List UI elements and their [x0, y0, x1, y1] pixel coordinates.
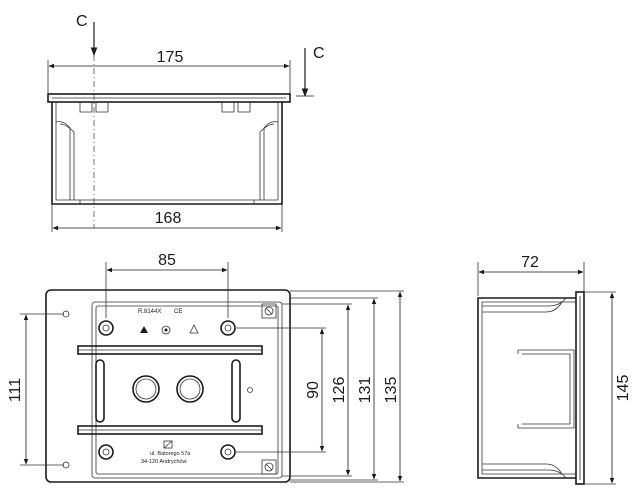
din-rail-top: [77, 345, 263, 355]
knockout-right: [176, 375, 204, 403]
corner-screw-bottom-right: [261, 459, 277, 475]
address-line2: 34-120 Andrychów: [141, 459, 187, 465]
section-label-left: C: [76, 13, 88, 30]
mount-hole-bl: [98, 444, 114, 460]
ce-mark: CE: [174, 309, 182, 315]
address-line1: ul. Batorego 57a: [150, 451, 191, 457]
din-rail-bottom: [77, 425, 263, 435]
dim-126-label: 126: [331, 377, 348, 404]
section-label-right: C: [313, 45, 325, 62]
mount-hole-br: [220, 444, 236, 460]
section-arrow-right: [296, 48, 314, 97]
side-body: [477, 297, 576, 479]
dim-135-label: 135: [383, 377, 400, 404]
dim-145-label: 145: [615, 375, 632, 402]
dim-135: [290, 290, 404, 483]
dim-175: [47, 60, 291, 94]
slot-right: [231, 359, 241, 423]
symbol-icons: [140, 324, 199, 335]
dim-111-label: 111: [7, 378, 24, 402]
mount-hole-tr: [220, 320, 236, 336]
corner-screw-top-right: [261, 303, 277, 319]
top-view: C C 175: [47, 13, 325, 232]
product-code: R.8144X: [138, 309, 161, 315]
lid-plate: [47, 93, 291, 103]
dim-72-label: 72: [521, 254, 539, 271]
dim-145: [584, 291, 616, 485]
dim-175-label: 175: [157, 49, 184, 66]
dim-168: [51, 204, 283, 232]
dim-131-label: 131: [357, 377, 374, 404]
dim-168-label: 168: [155, 210, 182, 227]
dim-126: [282, 303, 352, 477]
dim-72: [477, 262, 585, 296]
lid-outline: [45, 289, 291, 483]
dim-85-label: 85: [158, 252, 176, 269]
side-view: 72 145: [477, 254, 632, 485]
box-body-top-view: [51, 102, 283, 205]
dim-111: [20, 313, 64, 466]
mount-hole-tl: [98, 320, 114, 336]
dim-131: [290, 297, 378, 481]
slot-left: [95, 359, 105, 423]
dim-90-label: 90: [305, 381, 322, 399]
dim-90: [236, 327, 326, 453]
front-view: 85 R.8144X CE: [7, 252, 404, 483]
side-lid: [575, 291, 585, 485]
logo-mark: [163, 440, 173, 449]
knockout-left: [132, 375, 160, 403]
